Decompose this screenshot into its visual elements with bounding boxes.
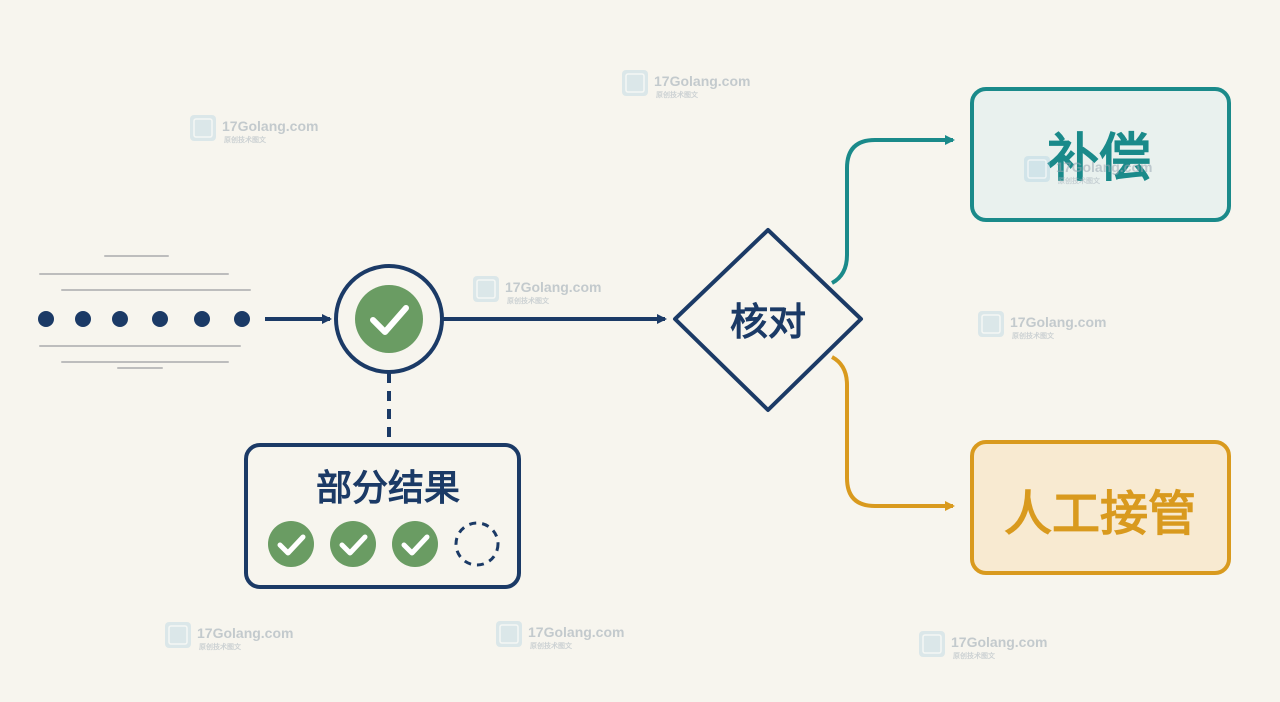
manual-takeover-box: 人工接管 [970, 440, 1231, 575]
watermarks: 17Golang.com 原创技术图文 17Golang.com 原创技术图文 … [164, 69, 1152, 660]
pending-circle-icon [454, 521, 500, 567]
svg-text:原创技术图文: 原创技术图文 [507, 296, 550, 305]
verify-node: 核对 [673, 228, 863, 412]
completed-check-icon [392, 521, 438, 567]
motion-lines [39, 255, 251, 369]
dot [152, 311, 168, 327]
svg-text:原创技术图文: 原创技术图文 [224, 135, 267, 144]
compensate-box: 补偿 [970, 87, 1231, 222]
svg-text:原创技术图文: 原创技术图文 [530, 641, 573, 650]
dot [234, 311, 250, 327]
arrow-to-manual-takeover [830, 355, 955, 511]
watermark: 17Golang.com 原创技术图文 [472, 275, 601, 305]
svg-text:17Golang.com: 17Golang.com [528, 624, 624, 640]
svg-text:原创技术图文: 原创技术图文 [1012, 331, 1055, 340]
dot [112, 311, 128, 327]
dot [75, 311, 91, 327]
partial-result-label: 部分结果 [316, 468, 460, 509]
svg-text:原创技术图文: 原创技术图文 [656, 90, 699, 99]
svg-text:17Golang.com: 17Golang.com [1056, 159, 1152, 175]
watermark: 17Golang.com 原创技术图文 [189, 114, 318, 144]
watermark: 17Golang.com 原创技术图文 [1023, 155, 1152, 185]
dot [38, 311, 54, 327]
arrow-to-compensate [830, 135, 955, 285]
manual-takeover-label: 人工接管 [1004, 486, 1196, 542]
svg-text:17Golang.com: 17Golang.com [1010, 314, 1106, 330]
svg-text:17Golang.com: 17Golang.com [222, 118, 318, 134]
partial-result-box: 部分结果 [244, 443, 521, 589]
watermark: 17Golang.com 原创技术图文 [621, 69, 750, 99]
svg-text:原创技术图文: 原创技术图文 [1058, 176, 1101, 185]
watermark: 17Golang.com 原创技术图文 [918, 630, 1047, 660]
completed-check-icon [268, 521, 314, 567]
incoming-dots [38, 311, 250, 327]
compensate-label: 补偿 [1047, 129, 1151, 189]
svg-text:17Golang.com: 17Golang.com [197, 625, 293, 641]
svg-text:17Golang.com: 17Golang.com [654, 73, 750, 89]
watermark: 17Golang.com 原创技术图文 [977, 310, 1106, 340]
svg-text:17Golang.com: 17Golang.com [505, 279, 601, 295]
checkpoint-node [334, 264, 444, 374]
watermark: 17Golang.com 原创技术图文 [495, 620, 624, 650]
dot [194, 311, 210, 327]
verify-label: 核对 [730, 300, 806, 344]
watermark: 17Golang.com 原创技术图文 [164, 621, 293, 651]
progress-checks [268, 521, 500, 567]
svg-text:17Golang.com: 17Golang.com [951, 634, 1047, 650]
completed-check-icon [330, 521, 376, 567]
svg-text:原创技术图文: 原创技术图文 [199, 642, 242, 651]
check-icon [370, 305, 409, 335]
svg-text:原创技术图文: 原创技术图文 [953, 651, 996, 660]
